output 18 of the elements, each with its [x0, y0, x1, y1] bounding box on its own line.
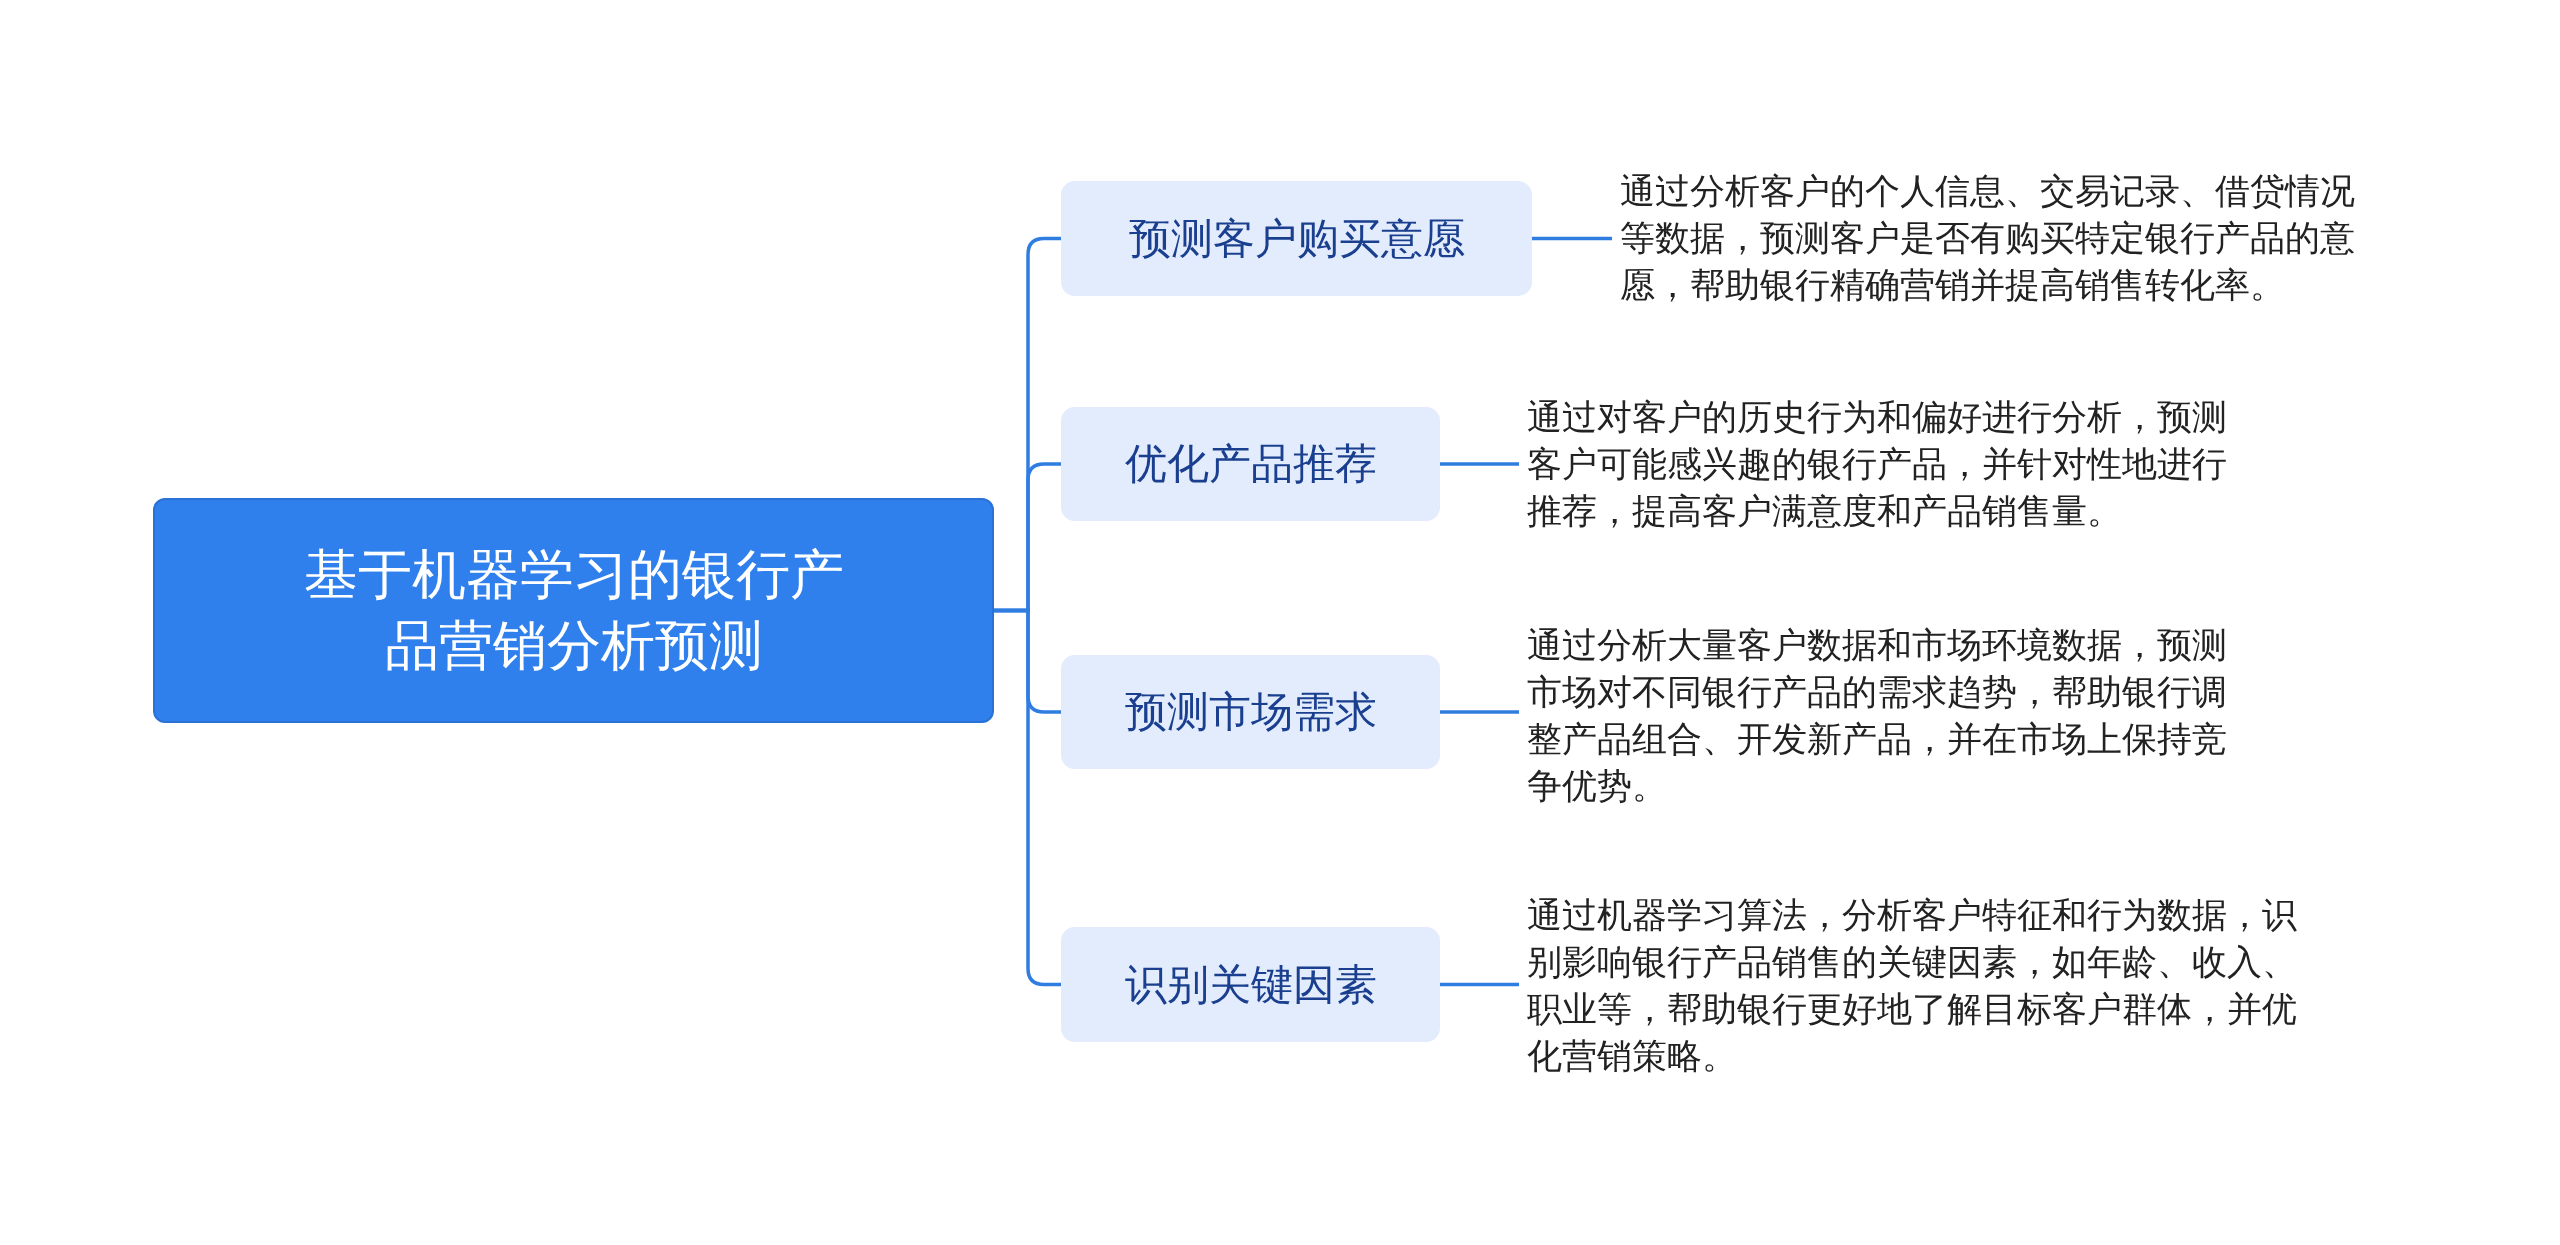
connector-line	[1440, 710, 1519, 714]
description-text: 通过分析大量客户数据和市场环境数据，预测市场对不同银行产品的需求趋势，帮助银行调整产品组合、开发新产品，并在市场上保持竞争优势。	[1527, 624, 2228, 808]
topic-box	[1061, 655, 1440, 769]
description-text: 通过机器学习算法，分析客户特征和行为数据，识别影响银行产品销售的关键因素，如年龄、收入、职业等，帮助银行更好地了解目标客户群体，并优化营销策略。	[1527, 894, 2298, 1078]
topic-label: 预测客户购买意愿	[1128, 212, 1465, 265]
connector-line	[1440, 982, 1519, 987]
topic-box	[1061, 407, 1440, 521]
topic-label: 基于机器学习的银行产品营销分析预测	[302, 542, 845, 679]
description-text: 通过对客户的历史行为和偏好进行分析，预测客户可能感兴趣的银行产品，并针对性地进行推荐，提高客户满意度和产品销售量。	[1527, 396, 2228, 533]
topic-box	[1061, 927, 1440, 1042]
connector-line	[1532, 236, 1612, 241]
topic-label: 识别关键因素	[1124, 958, 1377, 1011]
description-text: 通过分析客户的个人信息、交易记录、借贷情况等数据，预测客户是否有购买特定银行产品的意愿，帮助银行精确营销并提高销售转化率。	[1620, 170, 2356, 307]
topic-label: 优化产品推荐	[1124, 438, 1377, 490]
topic-box	[1061, 181, 1532, 296]
topic-label: 预测市场需求	[1124, 686, 1377, 738]
root-topic-box	[153, 498, 994, 723]
connector-line	[1440, 462, 1519, 466]
